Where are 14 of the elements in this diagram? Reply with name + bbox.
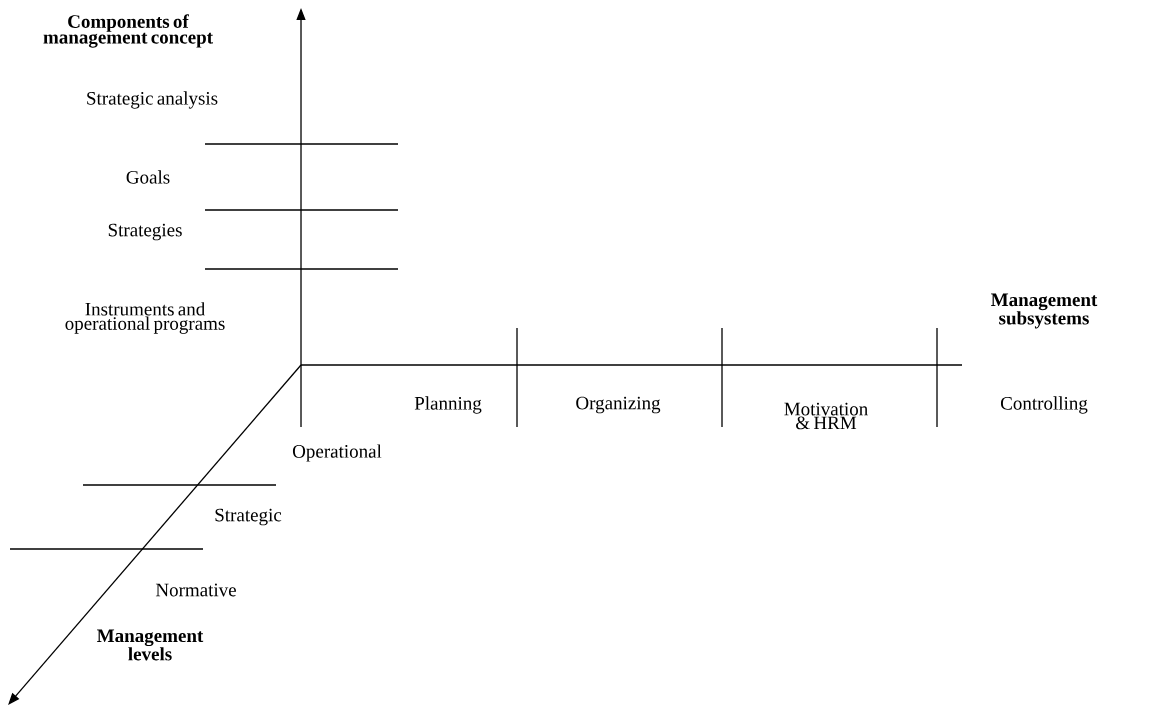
- category-label: Controlling: [1001, 396, 1088, 414]
- category-label: Strategies: [108, 223, 182, 241]
- category-label: Goals: [126, 170, 170, 184]
- axis-title: Components of management concept: [43, 14, 213, 48]
- category-label: Motivation & HRM: [784, 402, 868, 430]
- category-label: Strategic analysis: [87, 91, 218, 109]
- axis-title: Management levels: [97, 629, 204, 661]
- category-label: Normative: [155, 583, 236, 597]
- axis-title: Management subsystems: [991, 293, 1098, 329]
- category-label: Instruments and operational programs: [65, 302, 225, 334]
- category-label: Strategic: [215, 508, 282, 526]
- category-label: Planning: [414, 396, 482, 414]
- category-label: Organizing: [576, 396, 661, 414]
- category-label: Operational: [292, 444, 382, 462]
